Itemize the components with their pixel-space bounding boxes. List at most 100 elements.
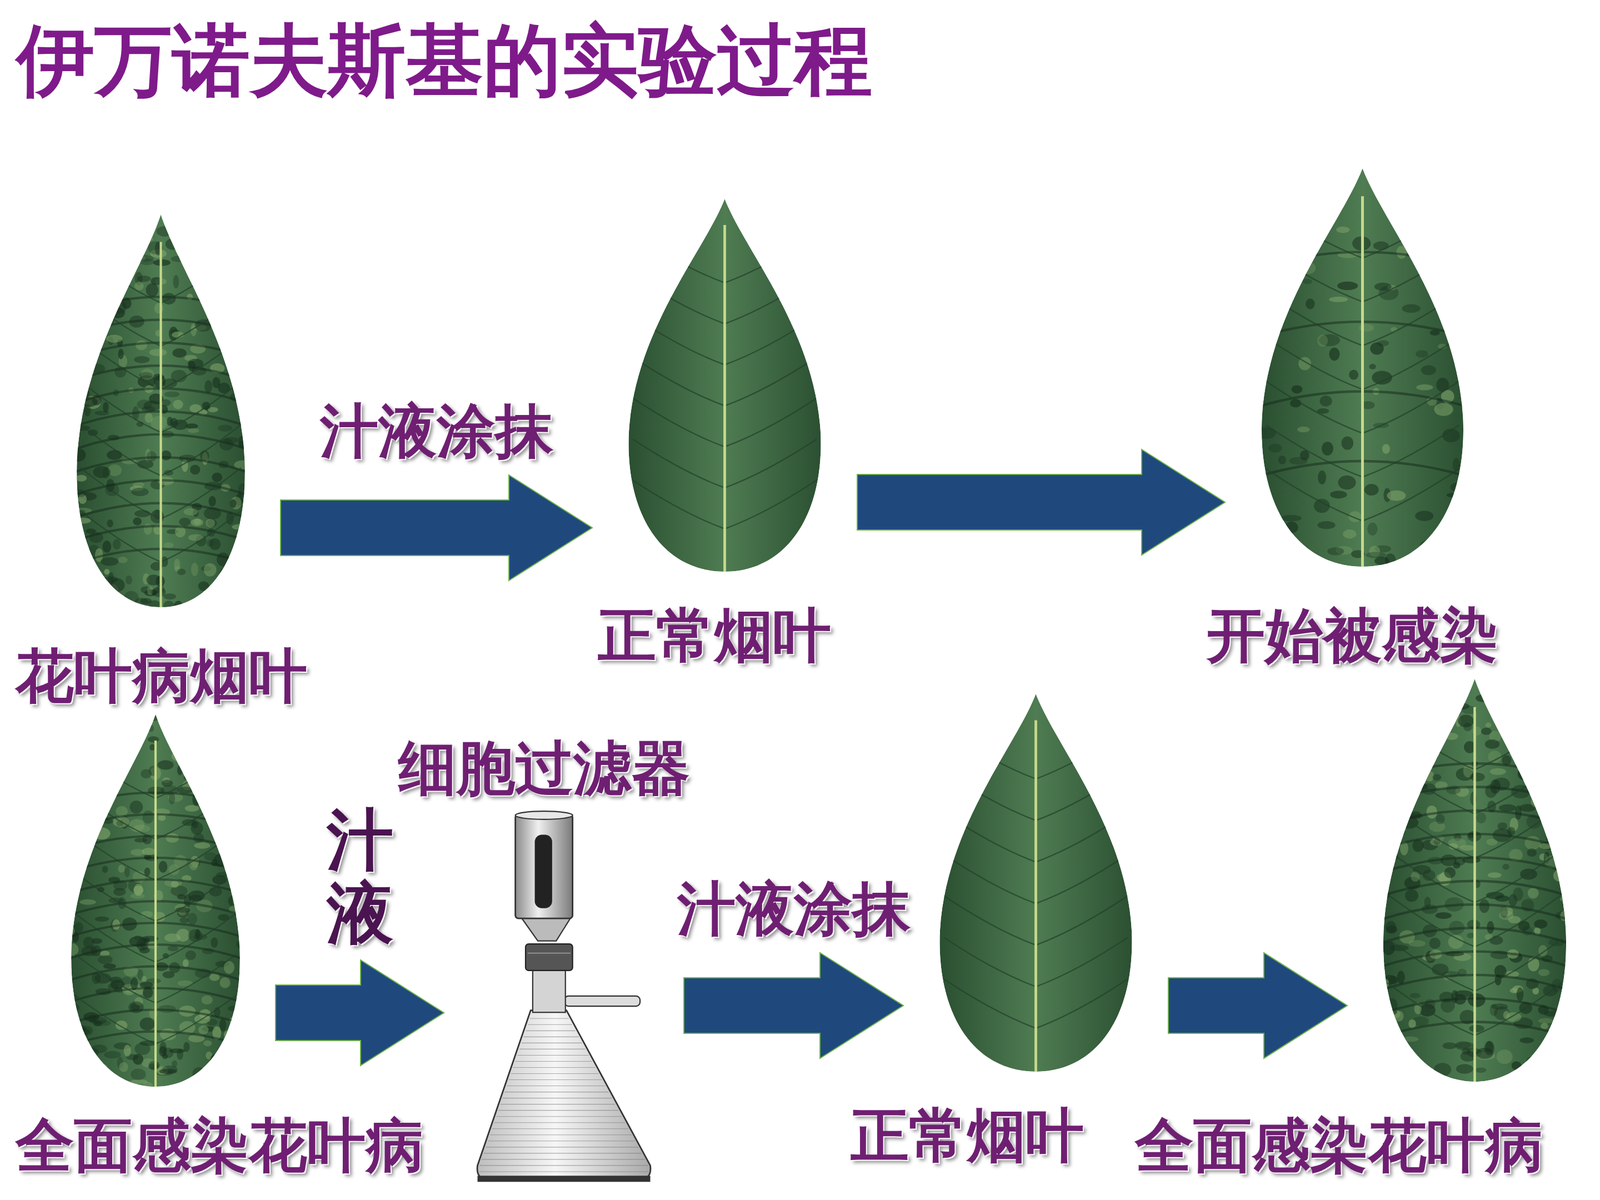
mosaic-spot <box>105 213 115 223</box>
mosaic-spot <box>1475 694 1491 703</box>
mosaic-spot <box>132 517 142 526</box>
leaf-vein <box>632 234 725 283</box>
mosaic-spot <box>94 410 109 416</box>
mosaic-spot <box>1373 241 1389 251</box>
mosaic-spot <box>220 253 228 264</box>
mosaic-spot <box>1511 1061 1522 1070</box>
mosaic-spot <box>1532 740 1548 752</box>
mosaic-spot <box>63 753 79 760</box>
mosaic-spot <box>163 600 175 611</box>
leaf-vein <box>1475 805 1563 858</box>
mosaic-spot <box>188 227 200 241</box>
mosaic-spot <box>1512 717 1522 728</box>
mosaic-spot <box>73 922 84 933</box>
leaf-vein <box>80 251 161 303</box>
mosaic-spot <box>1426 722 1439 736</box>
mosaic-spot <box>133 825 151 833</box>
mosaic-spot <box>1297 426 1310 433</box>
leaf-vein <box>161 511 242 563</box>
flask-shading <box>498 1110 619 1111</box>
mosaic-spot <box>158 860 168 873</box>
mosaic-spot <box>167 716 174 723</box>
leaf-vein <box>1362 337 1459 390</box>
mosaic-spot <box>60 1071 78 1078</box>
mosaic-spot <box>133 883 144 897</box>
flask-shading <box>513 1067 596 1068</box>
mosaic-spot <box>1420 756 1434 767</box>
mosaic-spot <box>115 722 125 733</box>
mosaic-spot <box>103 311 115 319</box>
mosaic-spot <box>1467 993 1486 1008</box>
mosaic-spot <box>91 938 103 944</box>
block-arrow <box>857 449 1225 555</box>
leaf-vein <box>632 398 725 447</box>
mosaic-spot <box>110 288 126 297</box>
leaf-vein <box>80 511 161 563</box>
mosaic-spot <box>1305 298 1315 310</box>
mosaic-spot <box>1556 672 1572 687</box>
leaf-vein <box>943 771 1036 820</box>
mosaic-spot <box>92 466 110 478</box>
mosaic-spot <box>1492 714 1502 725</box>
mosaic-spot <box>1395 769 1404 782</box>
leaf-vein <box>155 913 237 962</box>
mosaic-spot <box>1341 436 1354 450</box>
mosaic-spot <box>216 871 230 877</box>
mosaic-spot <box>73 517 92 524</box>
mosaic-spot <box>142 847 156 855</box>
leaf-blade <box>1261 168 1464 567</box>
mosaic-spot <box>1382 686 1398 698</box>
mosaic-spot <box>214 1080 231 1086</box>
mosaic-spot <box>163 391 180 398</box>
mosaic-spot <box>137 460 154 469</box>
mosaic-spot <box>71 555 81 563</box>
mosaic-spot <box>203 1040 212 1047</box>
mosaic-spot <box>1386 490 1406 502</box>
leaf-vein <box>75 913 156 962</box>
mosaic-spot <box>1523 689 1539 703</box>
leaf-midrib <box>1473 707 1477 1082</box>
mosaic-spot <box>1562 995 1574 1007</box>
mosaic-spot <box>111 232 124 240</box>
mosaic-spot <box>79 1073 97 1079</box>
mosaic-spot <box>164 714 179 727</box>
mosaic-spot <box>85 528 97 534</box>
mosaic-spot <box>1518 767 1538 782</box>
leaf-blade <box>628 198 821 572</box>
mosaic-spot <box>1460 1051 1477 1063</box>
mosaic-spot <box>1507 826 1515 836</box>
mosaic-spot <box>97 256 107 265</box>
mosaic-spot <box>235 777 242 786</box>
mosaic-spot <box>1401 303 1420 313</box>
mosaic-spot <box>123 1044 132 1057</box>
mosaic-spot <box>216 582 230 590</box>
leaf-vein <box>1475 761 1563 814</box>
mosaic-spot <box>1432 773 1442 781</box>
mosaic-spot <box>177 786 194 794</box>
flask-shading <box>511 1073 599 1074</box>
mosaic-spot <box>1415 720 1430 732</box>
mosaic-spot <box>72 731 87 738</box>
mosaic-spot <box>126 253 138 260</box>
mosaic-spot <box>1336 226 1350 234</box>
leaf-vein <box>80 424 161 476</box>
mosaic-spot <box>1380 1022 1399 1030</box>
mosaic-spot <box>149 743 155 751</box>
mosaic-spot <box>148 1061 160 1070</box>
mosaic-spot <box>177 765 183 775</box>
mosaic-spot <box>225 335 233 348</box>
mosaic-spot <box>227 360 234 366</box>
mosaic-spot <box>1291 385 1303 394</box>
mosaic-spot <box>1551 1041 1564 1049</box>
mosaic-spot <box>198 1025 209 1035</box>
mosaic-spot <box>238 356 255 363</box>
mosaic-spot <box>231 523 246 530</box>
mosaic-spot <box>65 755 78 763</box>
mosaic-spot <box>1459 845 1475 851</box>
mosaic-spot <box>1556 726 1575 739</box>
mosaic-spot <box>204 210 210 223</box>
block-arrow <box>280 475 593 581</box>
leaf-caption: 正常烟叶 <box>597 602 832 670</box>
mosaic-spot <box>134 837 148 843</box>
mosaic-spot <box>134 281 144 290</box>
